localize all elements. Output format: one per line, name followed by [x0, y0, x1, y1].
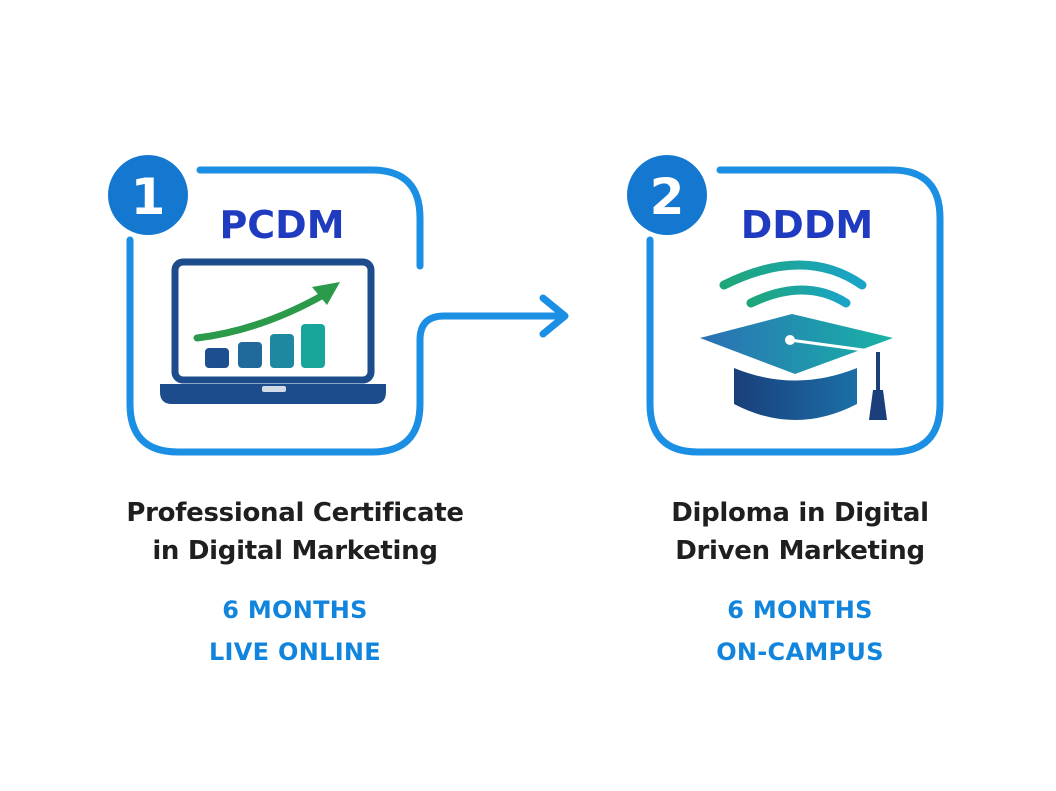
program-card-2: 2 DDDM [627, 155, 944, 456]
laptop-growth-chart-icon [160, 258, 386, 404]
program-2-mode: ON-CAMPUS [716, 638, 884, 666]
program-card-1: 1 PCDM [108, 155, 424, 456]
program-2-title-line1: Diploma in Digital [671, 498, 929, 528]
program-2-title: Diploma in Digital Driven Marketing [585, 494, 1015, 570]
program-1-title: Professional Certificate in Digital Mark… [80, 494, 510, 570]
program-1-duration: 6 MONTHS [222, 596, 368, 624]
badge-2: 2 [627, 155, 707, 235]
badge-1-number: 1 [131, 168, 166, 226]
program-2-meta: 6 MONTHS ON-CAMPUS [605, 589, 995, 673]
card-1-abbreviation: PCDM [219, 203, 344, 247]
card-1-frame [126, 166, 424, 456]
program-1-title-line1: Professional Certificate [126, 498, 464, 528]
badge-1: 1 [108, 155, 188, 235]
program-1-title-line2: in Digital Marketing [152, 536, 438, 566]
arrow-right-icon [416, 294, 569, 376]
graduation-cap-signal-icon [700, 260, 893, 420]
card-2-abbreviation: DDDM [741, 203, 873, 247]
program-1-mode: LIVE ONLINE [208, 638, 382, 666]
card-2-frame [646, 166, 944, 456]
program-2-duration: 6 MONTHS [727, 596, 873, 624]
badge-2-number: 2 [650, 168, 685, 226]
program-1-meta: 6 MONTHS LIVE ONLINE [100, 589, 490, 673]
program-2-title-line2: Driven Marketing [675, 536, 925, 566]
